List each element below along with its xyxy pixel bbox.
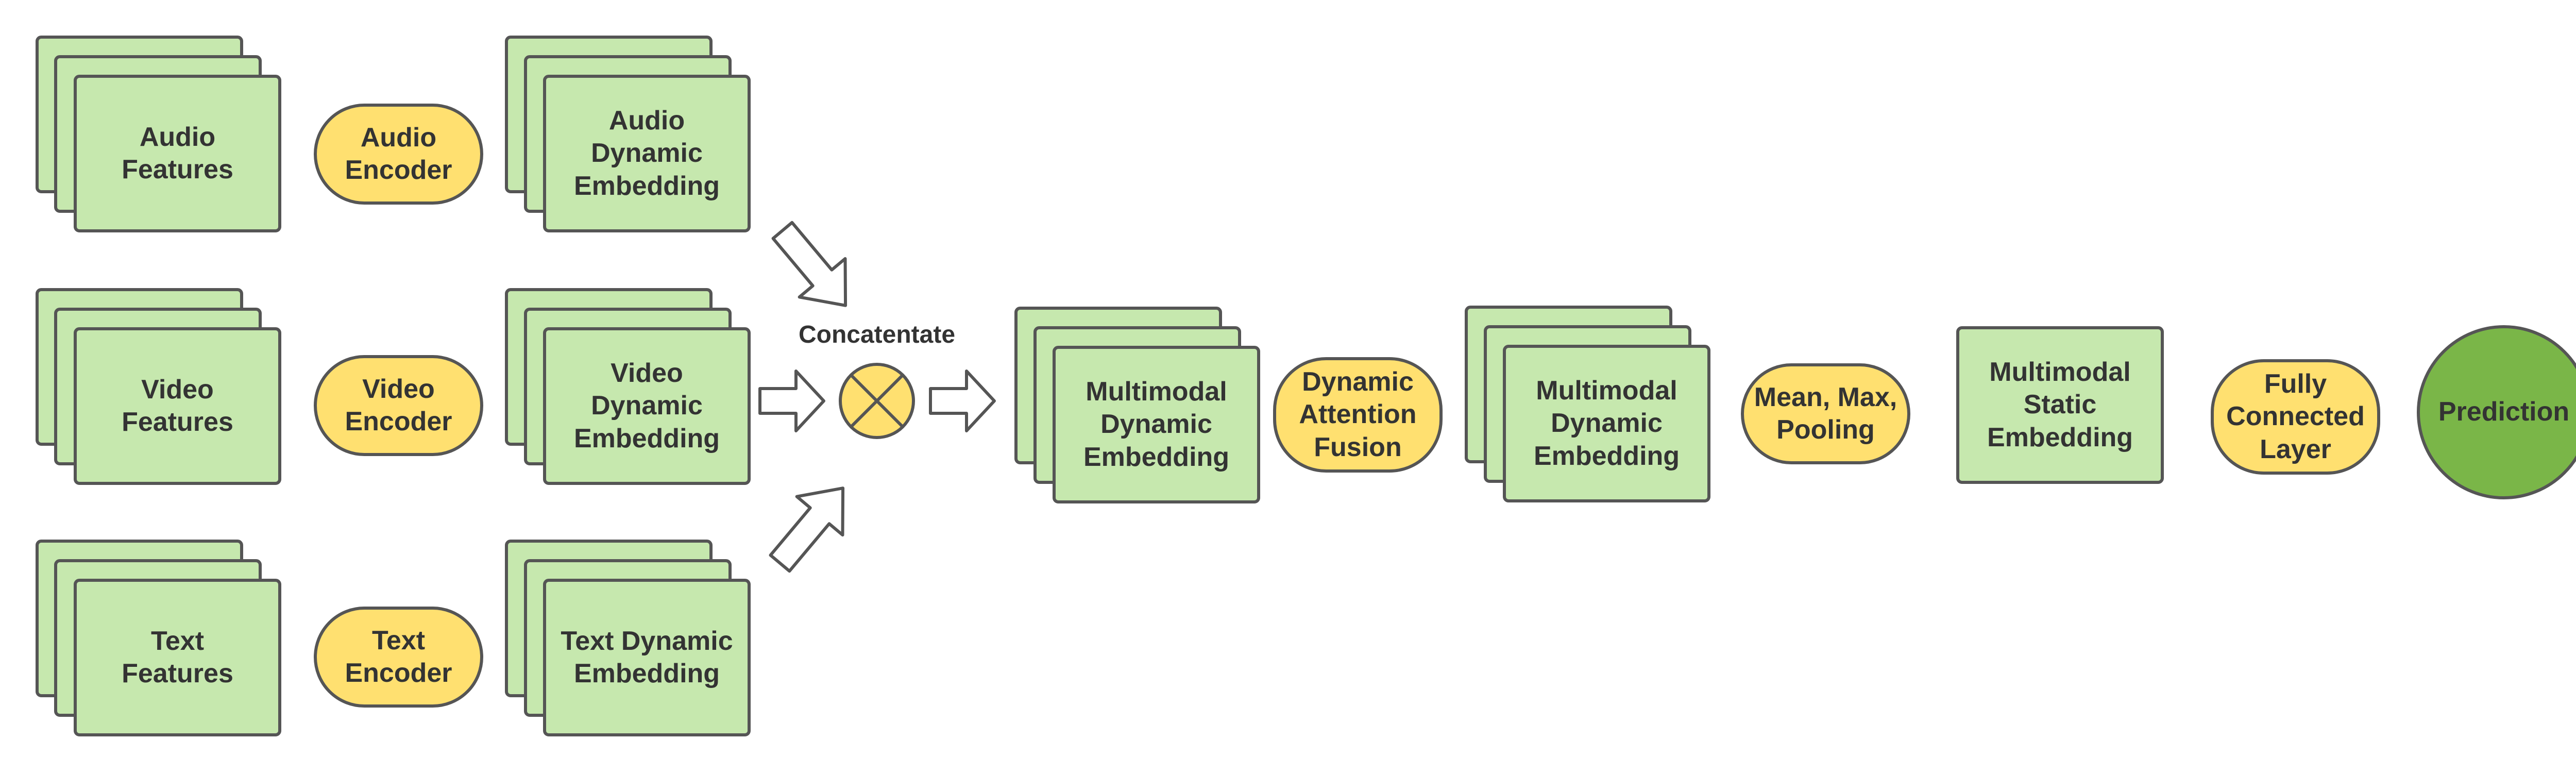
fully-connected-label: Fully Connected Layer <box>2226 368 2365 464</box>
audio-encoder-shape <box>314 104 483 205</box>
arrow-video-to-concat <box>758 369 825 432</box>
video-embedding-stack <box>505 288 751 485</box>
text-features-label: Text Features <box>122 626 233 688</box>
audio-embedding-stack <box>505 36 751 232</box>
audio-features-label: Audio Features <box>122 122 233 184</box>
pooling-shape <box>1741 363 1910 464</box>
attention-fusion-shape <box>1273 357 1443 473</box>
concatenate-label: Concatentate <box>798 321 956 348</box>
multimodal-embedding-1-stack <box>1014 307 1260 503</box>
multimodal-embedding-1-label: Multimodal Dynamic Embedding <box>1083 376 1230 472</box>
pooling-label: Mean, Max, Pooling <box>1754 382 1897 445</box>
multimodal-embedding-2-label: Multimodal Dynamic Embedding <box>1533 375 1680 471</box>
video-encoder-shape <box>314 355 483 456</box>
audio-features-stack <box>36 36 281 232</box>
text-encoder-shape <box>314 607 483 708</box>
prediction-shape <box>2417 325 2576 499</box>
audio-embedding-label: Audio Dynamic Embedding <box>573 105 720 201</box>
multimodal-embedding-2-stack <box>1465 306 1710 502</box>
text-features-stack <box>36 540 281 736</box>
text-encoder-label: Text Encoder <box>345 625 452 688</box>
text-embedding-label: Text Dynamic Embedding <box>561 626 733 688</box>
video-encoder-label: Video Encoder <box>345 374 452 436</box>
arrow-audio-to-concat <box>771 221 848 307</box>
static-embedding-shape <box>1956 326 2164 484</box>
audio-encoder-label: Audio Encoder <box>345 122 452 185</box>
fully-connected-shape <box>2211 359 2380 475</box>
video-features-label: Video Features <box>122 374 233 437</box>
attention-fusion-label: Dynamic Attention Fusion <box>1299 366 1417 462</box>
circle-x-icon <box>839 363 915 439</box>
text-embedding-stack <box>505 540 751 736</box>
prediction-label: Prediction <box>2438 397 2570 427</box>
video-features-stack <box>36 288 281 485</box>
static-embedding-label: Multimodal Static Embedding <box>1987 357 2133 452</box>
arrow-text-to-concat <box>769 486 845 573</box>
arrow-concat-to-multimodal <box>929 369 996 432</box>
video-embedding-label: Video Dynamic Embedding <box>573 358 720 453</box>
